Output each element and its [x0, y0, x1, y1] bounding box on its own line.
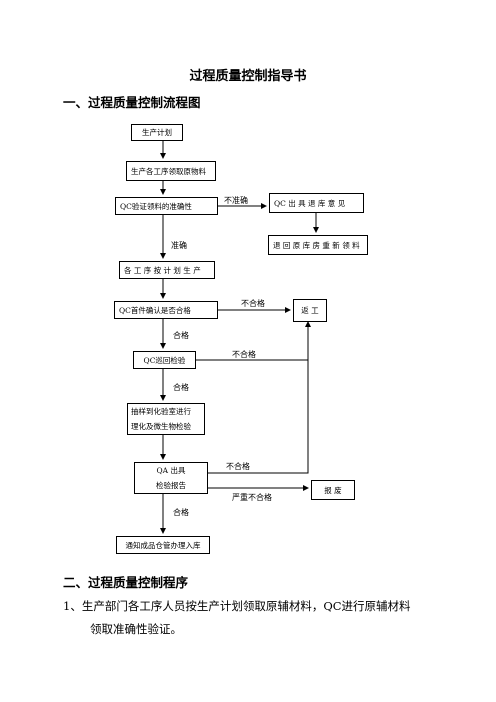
- document-title: 过程质量控制指导书: [189, 69, 307, 84]
- box-qc-first-article: QC首件确认是否合格: [114, 301, 218, 319]
- box-rework: 返 工: [293, 299, 327, 322]
- box-production-plan: 生产计划: [131, 124, 183, 141]
- qa-report-line-2: 检验报告: [156, 481, 186, 490]
- box-notify-warehouse: 通知成品仓管办理入库: [116, 536, 210, 554]
- label-severe-unqualified: 严重不合格: [232, 493, 272, 502]
- label-qualified-patrol: 合格: [173, 383, 189, 392]
- procedure-paragraph-line-2: 领取准确性验证。: [90, 622, 182, 636]
- box-qc-patrol: QC巡回检验: [133, 351, 196, 369]
- box-qc-return-opinion: QC 出 具 退 库 意 见: [269, 193, 364, 213]
- label-accurate: 准确: [171, 241, 187, 250]
- procedure-paragraph-line-1: 1、生产部门各工序人员按生产计划领取原辅材料，QC进行原辅材料: [63, 599, 411, 613]
- box-sampling-lab: 抽样到化验室进行 理化及微生物检验: [127, 403, 205, 435]
- label-qualified-qa: 合格: [173, 508, 189, 517]
- box-produce-by-plan: 各 工 序 按 计 划 生 产: [119, 261, 215, 279]
- section-heading-flowchart: 一、过程质量控制流程图: [63, 95, 201, 110]
- box-return-reissue: 退 回 原 库 房 重 新 领 料: [268, 235, 368, 255]
- label-qualified-first-article: 合格: [173, 331, 189, 340]
- sampling-line-1: 抽样到化验室进行: [131, 407, 191, 416]
- qa-report-line-1: QA 出具: [156, 466, 186, 475]
- box-qa-report: QA 出具 检验报告: [134, 462, 208, 494]
- label-unqualified-patrol: 不合格: [232, 350, 256, 359]
- label-inaccurate: 不准确: [224, 196, 248, 205]
- box-collect-materials: 生产各工序领取原物料: [126, 161, 216, 181]
- section-heading-procedure: 二、过程质量控制程序: [63, 575, 189, 590]
- sampling-line-2: 理化及微生物检验: [131, 422, 191, 431]
- arrow-qa-to-rework: [208, 321, 311, 474]
- box-qc-verify: QC验证领料的准确性: [115, 197, 218, 215]
- label-unqualified-qa: 不合格: [226, 462, 250, 471]
- label-unqualified-first-article: 不合格: [241, 299, 265, 308]
- box-scrap: 报 废: [311, 480, 355, 500]
